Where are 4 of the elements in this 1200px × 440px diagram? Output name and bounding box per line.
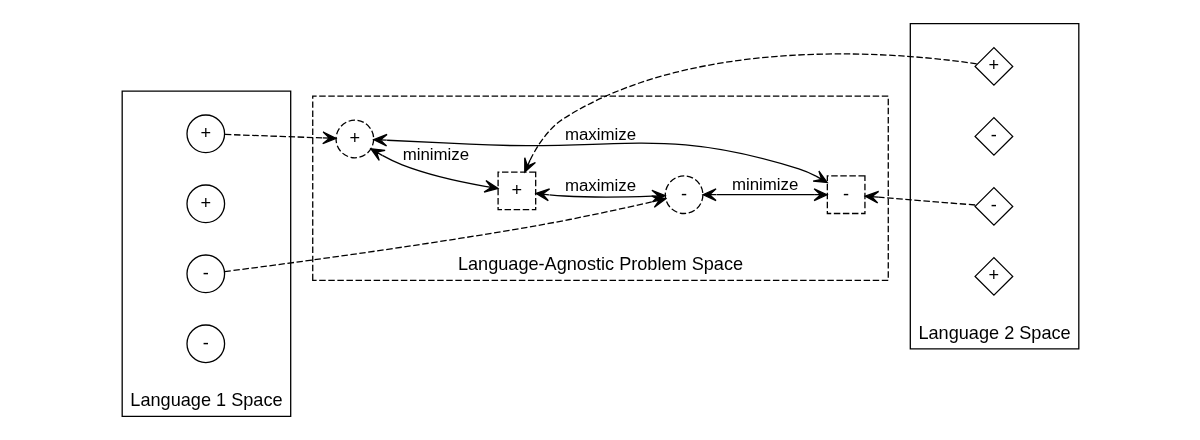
edge-label: maximize [564, 124, 636, 144]
edge-label: minimize [402, 145, 469, 165]
edge-label: maximize [564, 176, 636, 196]
edge-label: minimize [731, 175, 798, 195]
